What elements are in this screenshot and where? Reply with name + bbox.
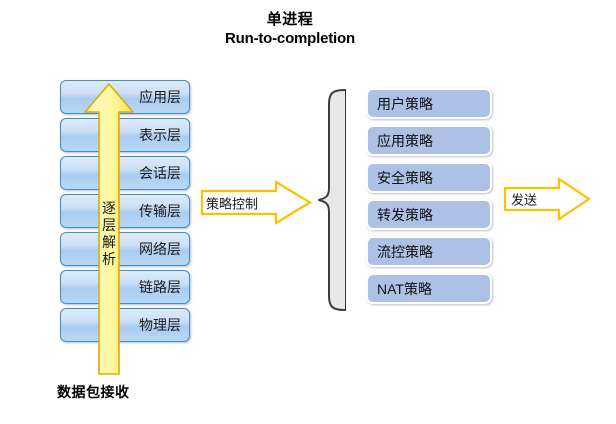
- diagram-title: 单进程 Run-to-completion: [180, 10, 400, 48]
- osi-layer-box[interactable]: 表示层: [60, 118, 190, 152]
- title-line-english: Run-to-completion: [225, 30, 355, 47]
- policy-control-arrow: 策略控制: [200, 180, 313, 225]
- policy-item[interactable]: NAT策略: [366, 273, 492, 304]
- osi-layer-box[interactable]: 物理层: [60, 308, 190, 342]
- policy-item-label: 流控策略: [377, 243, 433, 260]
- arrow-char-2: 层: [102, 217, 116, 233]
- right-arrow-icon: [503, 176, 591, 222]
- policy-item[interactable]: 安全策略: [366, 162, 492, 193]
- osi-layer-label: 表示层: [139, 127, 181, 143]
- left-brace-icon: [318, 89, 347, 311]
- policy-item[interactable]: 应用策略: [366, 125, 492, 156]
- arrow-char-4: 析: [102, 251, 116, 267]
- osi-layer-label: 链路层: [139, 279, 181, 295]
- osi-layer-label: 网络层: [139, 241, 181, 257]
- policy-item[interactable]: 转发策略: [366, 199, 492, 230]
- osi-layer-label: 会话层: [139, 165, 181, 181]
- osi-layer-box[interactable]: 链路层: [60, 270, 190, 304]
- osi-layer-label: 应用层: [139, 89, 181, 105]
- right-arrow-icon: [200, 180, 313, 225]
- packet-receive-caption: 数据包接收: [57, 384, 130, 400]
- policy-group-brace: [318, 88, 347, 312]
- policy-item[interactable]: 用户策略: [366, 88, 492, 119]
- policy-control-arrow-label: 策略控制: [206, 196, 259, 211]
- policy-item-label: 转发策略: [377, 206, 433, 223]
- arrow-char-3: 解: [102, 234, 116, 250]
- layer-parsing-arrow: 逐 层 解 析: [83, 82, 135, 376]
- policy-item[interactable]: 流控策略: [366, 236, 492, 267]
- osi-layer-stack: 应用层 表示层 会话层 传输层 网络层 链路层 物理层: [60, 80, 190, 346]
- policy-item-label: 应用策略: [377, 132, 433, 149]
- osi-layer-label: 传输层: [139, 203, 181, 219]
- osi-layer-box[interactable]: 传输层: [60, 194, 190, 228]
- osi-layer-label: 物理层: [139, 317, 181, 333]
- title-line-chinese: 单进程: [266, 11, 314, 28]
- send-arrow-label: 发送: [511, 192, 538, 208]
- policy-item-label: 安全策略: [377, 169, 433, 186]
- policy-list: 用户策略 应用策略 安全策略 转发策略 流控策略 NAT策略: [366, 88, 492, 310]
- arrow-char-1: 逐: [102, 200, 116, 216]
- osi-layer-box[interactable]: 会话层: [60, 156, 190, 190]
- policy-item-label: 用户策略: [377, 95, 433, 112]
- policy-item-label: NAT策略: [377, 280, 432, 297]
- send-arrow: 发送: [503, 176, 591, 222]
- layer-parsing-arrow-label: 逐 层 解 析: [83, 200, 135, 268]
- osi-layer-box[interactable]: 网络层: [60, 232, 190, 266]
- up-arrow-icon: [84, 83, 134, 375]
